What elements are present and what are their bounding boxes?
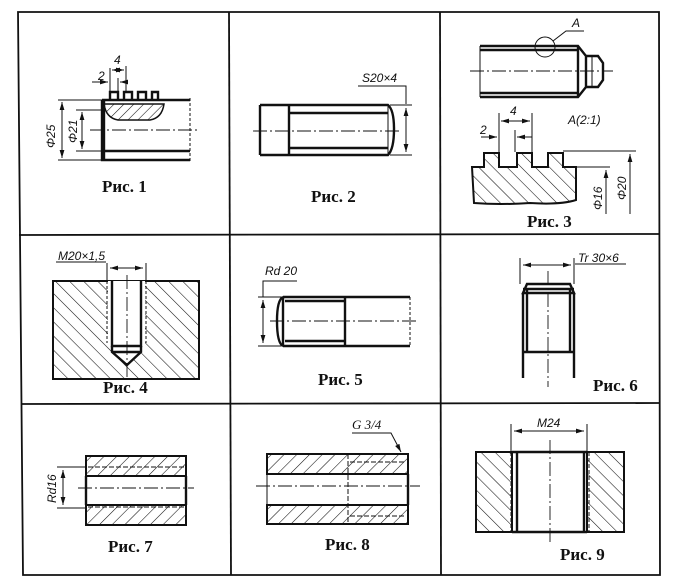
dim-label: Rd 20 — [265, 264, 297, 278]
figure-7: Rd16 Рис. 7 — [45, 455, 194, 556]
dim-label: 2 — [479, 123, 487, 137]
figure-caption: Рис. 1 — [102, 177, 147, 196]
dim-label: M24 — [537, 416, 561, 430]
figure-caption: Рис. 8 — [325, 535, 370, 554]
dim-label: Tr 30×6 — [578, 251, 619, 265]
figure-1: 4 2 Φ25 Φ21 Рис. 1 — [44, 53, 198, 196]
figure-caption: Рис. 9 — [560, 545, 605, 564]
dim-label: G 3/4 — [352, 417, 382, 432]
dim-label: Φ16 — [591, 186, 605, 210]
dim-label: Φ21 — [66, 120, 80, 143]
figure-caption: Рис. 3 — [527, 212, 572, 231]
figure-3: A A(2:1) Φ16 Φ20 4 2 Рис. 3 — [470, 16, 636, 231]
figure-caption: Рис. 6 — [593, 376, 638, 395]
dim-label: 2 — [97, 69, 105, 83]
figure-5: Rd 20 Рис. 5 — [258, 264, 416, 389]
dim-label: A(2:1) — [567, 113, 601, 127]
dim-label: S20×4 — [362, 71, 397, 85]
dim-label: Φ25 — [44, 124, 58, 148]
figure-caption: Рис. 4 — [103, 378, 148, 397]
figure-6: Tr 30×6 Рис. 6 — [519, 251, 638, 395]
figure-caption: Рис. 5 — [318, 370, 363, 389]
dim-label: 4 — [114, 53, 121, 67]
dim-label: M20×1,5 — [58, 249, 105, 263]
dim-label: Rd16 — [45, 474, 59, 503]
figure-caption: Рис. 2 — [311, 187, 356, 206]
dim-label: Φ20 — [615, 176, 629, 200]
dim-label: 4 — [510, 104, 517, 118]
figure-caption: Рис. 7 — [108, 537, 153, 556]
dim-label: A — [571, 16, 580, 30]
figure-8: G 3/4 Рис. 8 — [256, 417, 420, 554]
grid-frame — [17, 11, 661, 576]
figure-9: M24 Рис. 9 — [475, 416, 625, 564]
figure-4: M20×1,5 Рис. 4 — [52, 249, 200, 397]
figure-2: S20×4 Рис. 3 Рис. 2 — [253, 71, 412, 206]
